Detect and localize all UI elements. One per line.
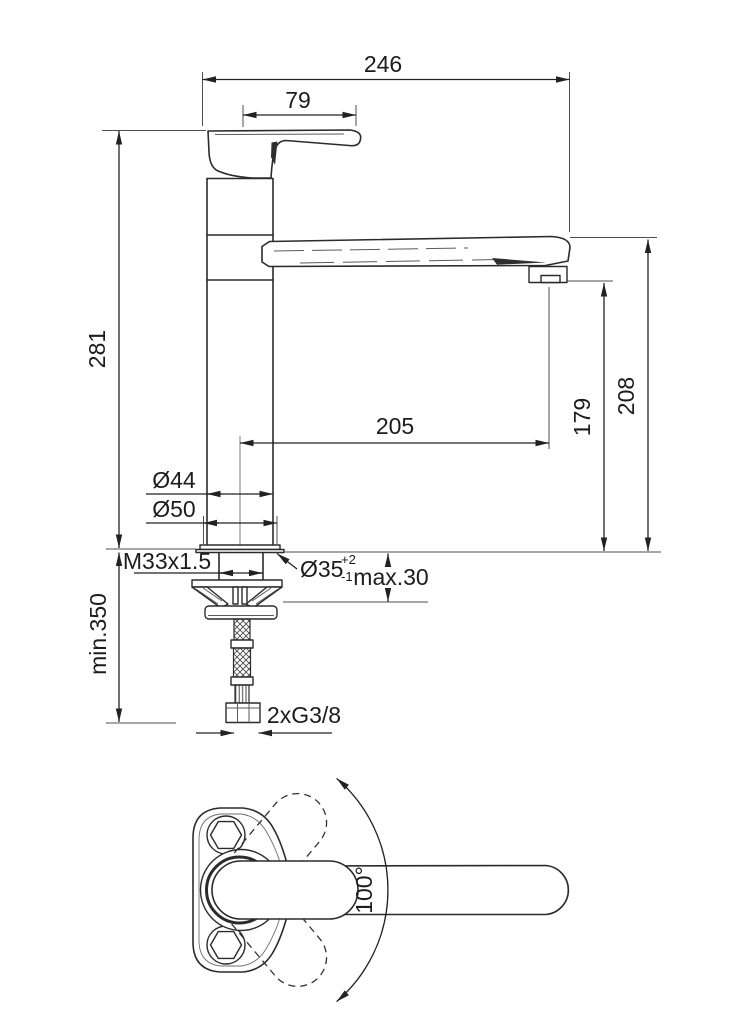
aerator-insert: [540, 274, 561, 284]
fixing-hole-top: [206, 815, 246, 855]
top-view: 100°: [192, 777, 570, 1003]
fixing-hole-bottom: [206, 925, 246, 965]
threaded-shank: [218, 551, 264, 581]
hose-ferrule: [230, 639, 254, 649]
spacer-ring: [204, 605, 278, 620]
dim-handle-length-label: 79: [285, 87, 311, 113]
dim-spout-reach-label: 205: [376, 413, 414, 439]
dim-hole-tolerance-plus: +2: [341, 552, 356, 567]
hose-nut: [225, 702, 261, 724]
clamp-bar: [191, 579, 283, 588]
faucet-handle-lever: [207, 129, 362, 179]
dim-hole-tolerance-minus: -1: [341, 569, 353, 584]
dim-body-diameter-label: Ø44: [152, 467, 196, 493]
faucet-spout: [261, 235, 571, 284]
side-view-dimensions: 246 79 281 min.350 205 Ø44 Ø50 179 208 m…: [84, 51, 657, 737]
dim-swivel-angle-label: 100°: [351, 866, 377, 914]
dim-base-diameter-label: Ø50: [152, 496, 195, 522]
dim-hose-connection-label: 2xG3/8: [267, 702, 341, 728]
dim-hole-diameter-label: Ø35: [300, 556, 343, 582]
swivel-arc: [336, 777, 389, 1003]
spout-top-view: [299, 864, 570, 916]
handle-gap-shadow: [271, 141, 278, 165]
base-plate: [106, 544, 661, 554]
dim-min-hose-length-label: min.350: [85, 593, 111, 675]
faucet-body: [206, 177, 274, 546]
dim-mounting-thread-label: M33x1.5: [123, 548, 211, 574]
handle-top-view: [211, 860, 359, 920]
dim-outlet-height-label: 179: [569, 398, 595, 436]
dim-spout-height-label: 208: [613, 377, 639, 415]
dim-total-length-label: 246: [364, 51, 402, 77]
dim-max-deck-thickness-label: max.30: [353, 564, 428, 590]
supply-hose: [225, 618, 261, 724]
dim-total-height-label: 281: [84, 330, 110, 368]
side-view: [106, 129, 661, 724]
